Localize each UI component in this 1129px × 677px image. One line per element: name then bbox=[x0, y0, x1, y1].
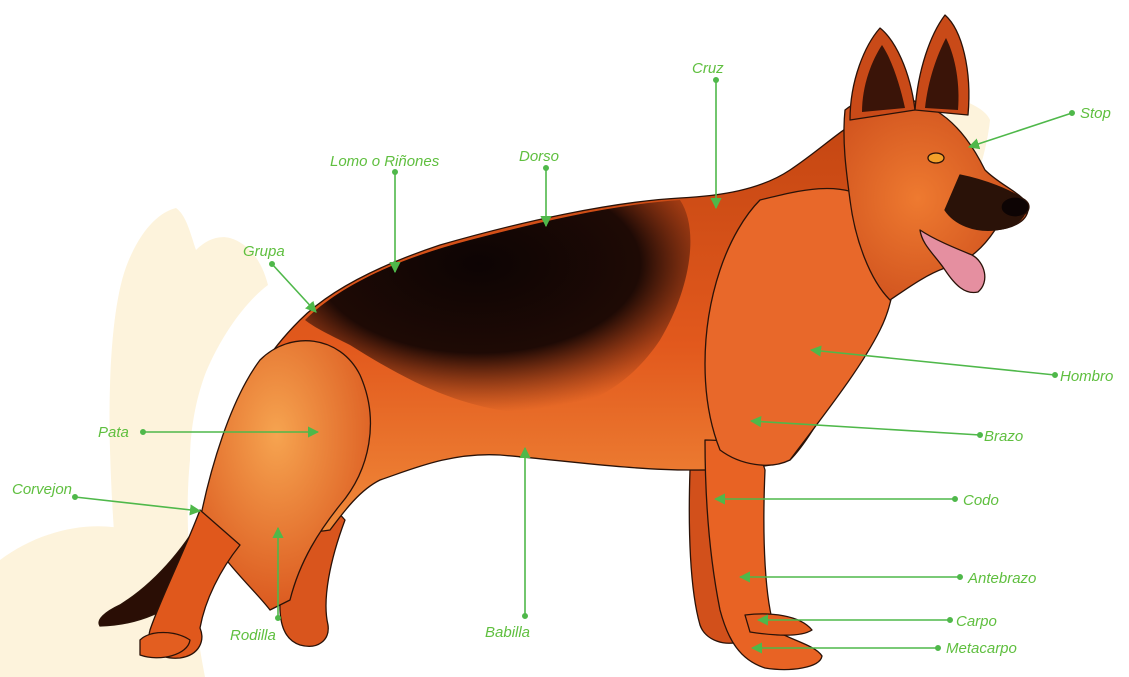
dot-dorso bbox=[544, 166, 548, 170]
dot-hombro bbox=[1053, 373, 1057, 377]
label-stop: Stop bbox=[1080, 105, 1111, 122]
label-grupa: Grupa bbox=[243, 243, 285, 260]
dog-front-paw-far bbox=[745, 614, 812, 635]
label-antebrazo: Antebrazo bbox=[967, 570, 1036, 587]
leader-grupa bbox=[272, 264, 316, 312]
dot-antebrazo bbox=[958, 575, 962, 579]
dot-rodilla bbox=[276, 616, 280, 620]
dot-pata bbox=[141, 430, 145, 434]
dog-illustration bbox=[99, 15, 1029, 670]
dot-lomo bbox=[393, 170, 397, 174]
label-cruz: Cruz bbox=[692, 60, 724, 77]
label-carpo: Carpo bbox=[956, 613, 997, 630]
label-pata: Pata bbox=[98, 424, 129, 441]
label-codo: Codo bbox=[963, 492, 999, 509]
label-hombro: Hombro bbox=[1060, 368, 1113, 385]
dot-corvejon bbox=[73, 495, 77, 499]
label-corvejon: Corvejon bbox=[12, 481, 72, 498]
dog-eye bbox=[928, 153, 944, 163]
label-babilla: Babilla bbox=[485, 624, 530, 641]
dot-metacarpo bbox=[936, 646, 940, 650]
label-dorso: Dorso bbox=[519, 148, 559, 165]
dot-brazo bbox=[978, 433, 982, 437]
label-brazo: Brazo bbox=[984, 428, 1023, 445]
dot-stop bbox=[1070, 111, 1074, 115]
label-lomo: Lomo o Riñones bbox=[330, 153, 440, 170]
dot-carpo bbox=[948, 618, 952, 622]
dot-babilla bbox=[523, 614, 527, 618]
dog-hind-thigh bbox=[200, 341, 370, 610]
label-rodilla: Rodilla bbox=[230, 627, 276, 644]
dot-codo bbox=[953, 497, 957, 501]
dot-cruz bbox=[714, 78, 718, 82]
label-metacarpo: Metacarpo bbox=[946, 640, 1017, 657]
dot-grupa bbox=[270, 262, 274, 266]
dog-nose bbox=[1001, 197, 1029, 217]
